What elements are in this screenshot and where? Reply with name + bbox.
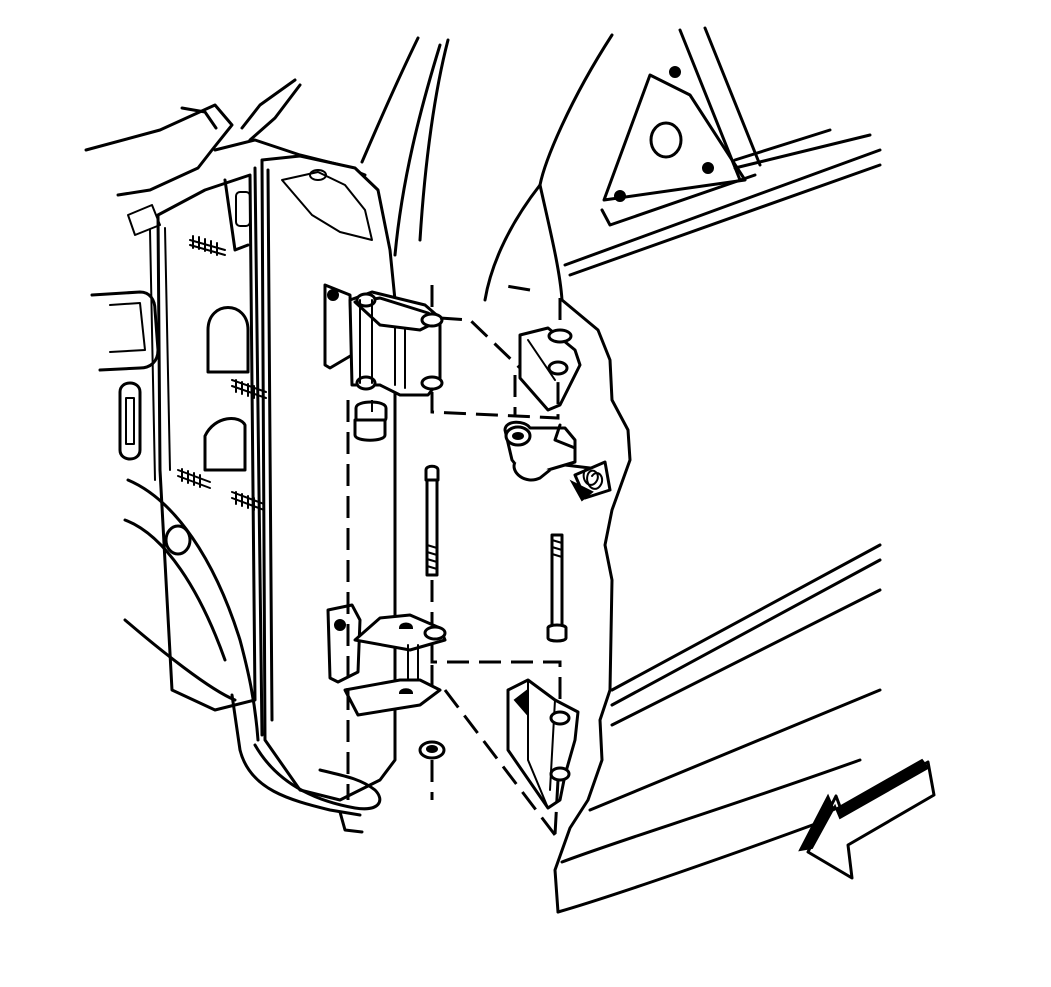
view-direction-arrow-icon: [798, 758, 936, 880]
stud-icon: [177, 235, 267, 511]
hinge-pin-lower-icon: [546, 533, 568, 643]
lower-hinge-body-half: [326, 603, 447, 717]
check-spring-icon: [569, 460, 612, 502]
door-panel: [483, 26, 882, 914]
body-pillar: [84, 36, 450, 834]
hinge-pin-bushing-icon: [353, 400, 388, 442]
hinge-pin-icon: [424, 464, 440, 577]
lower-hinge-door-half: [506, 678, 580, 810]
door-check-link-icon: [503, 420, 607, 482]
upper-hinge-body-half: [323, 283, 444, 397]
alignment-guide-lines: [346, 283, 562, 836]
upper-hinge-door-half: [518, 326, 582, 412]
washer-icon: [418, 740, 446, 760]
